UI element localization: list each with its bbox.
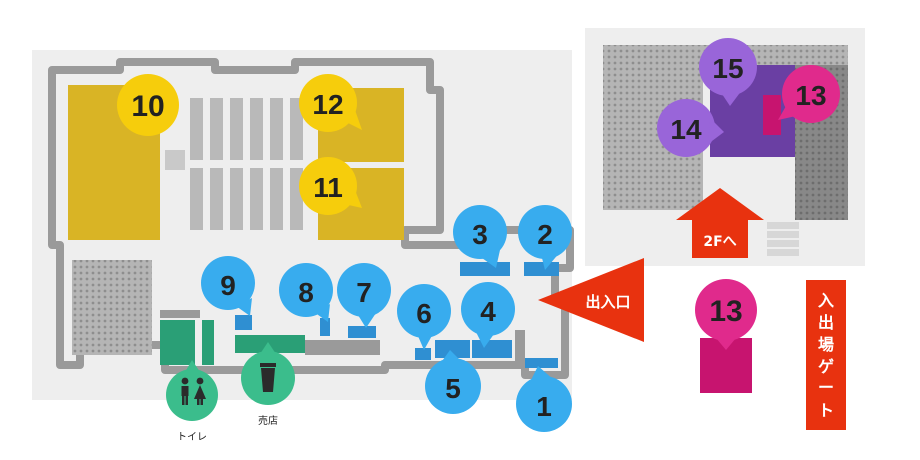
pin-6[interactable]: 6	[397, 284, 451, 350]
pin-2[interactable]: 2	[518, 205, 572, 270]
booths	[235, 262, 559, 368]
pin-11[interactable]: 11	[299, 157, 362, 215]
entrance-arrow[interactable]: 出入口	[538, 258, 644, 342]
pin-13-gate[interactable]: 13	[695, 279, 757, 350]
pin-15[interactable]: 15	[699, 38, 757, 106]
svg-text:6: 6	[416, 298, 432, 329]
pin-3[interactable]: 3	[453, 205, 507, 268]
svg-text:1: 1	[536, 391, 552, 422]
gate-char: ゲ	[818, 357, 834, 376]
svg-text:11: 11	[313, 172, 343, 203]
pin-7[interactable]: 7	[337, 263, 391, 328]
gate-char: 場	[818, 335, 834, 354]
svg-text:5: 5	[445, 373, 461, 404]
upstairs-arrow[interactable]: 2Fへ	[676, 188, 764, 258]
pin-10[interactable]: 10	[117, 74, 179, 136]
pin-5[interactable]: 5	[425, 350, 481, 414]
svg-text:4: 4	[480, 296, 496, 327]
svg-text:12: 12	[312, 89, 343, 120]
pin-9[interactable]: 9	[201, 256, 255, 316]
svg-text:9: 9	[220, 270, 236, 301]
cup-icon	[260, 363, 276, 392]
entry-gate: 入 出 場 ゲ ー ト	[806, 280, 846, 430]
toilet-icon	[181, 377, 206, 405]
shop-label: 売店	[258, 414, 278, 427]
upstairs-label: 2Fへ	[703, 234, 736, 250]
svg-text:2: 2	[537, 219, 553, 250]
svg-text:15: 15	[712, 53, 743, 84]
toilet-area	[160, 320, 195, 365]
pin-12[interactable]: 12	[299, 74, 362, 132]
seating	[190, 98, 303, 230]
svg-text:13: 13	[795, 80, 826, 111]
svg-text:3: 3	[472, 219, 488, 250]
pin-8[interactable]: 8	[279, 263, 333, 322]
pin-4[interactable]: 4	[461, 282, 515, 348]
svg-text:8: 8	[298, 277, 314, 308]
entrance-label: 出入口	[585, 293, 630, 311]
gate-char: ー	[818, 378, 834, 397]
svg-text:10: 10	[131, 90, 164, 123]
toilet-label: トイレ	[177, 432, 207, 443]
pin-14[interactable]: 14	[657, 99, 724, 157]
gate-char: 入	[818, 291, 834, 310]
pin-1[interactable]: 1	[516, 366, 572, 432]
toilet-pin[interactable]: トイレ	[166, 360, 218, 443]
svg-text:14: 14	[670, 114, 702, 145]
shop-area	[235, 335, 305, 353]
svg-text:7: 7	[356, 277, 372, 308]
pin-13-2f[interactable]: 13	[778, 65, 840, 123]
storage-area	[72, 260, 152, 355]
gate-char: 出	[818, 313, 834, 332]
svg-text:13: 13	[709, 295, 742, 328]
shop-pin[interactable]: 売店	[241, 342, 295, 427]
gate-char: ト	[818, 401, 834, 420]
